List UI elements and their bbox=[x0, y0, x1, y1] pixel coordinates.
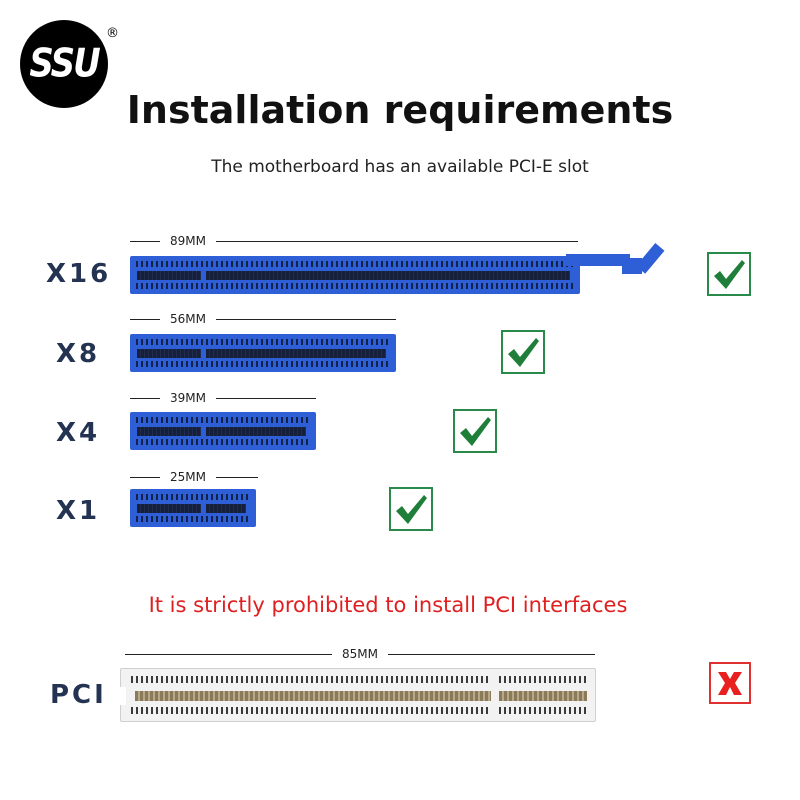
x-icon bbox=[718, 672, 742, 695]
dimension-pci: 85MM bbox=[125, 647, 596, 661]
incompatible-badge-pci bbox=[709, 662, 751, 704]
registered-mark: ® bbox=[106, 26, 119, 41]
compatible-badge-x4 bbox=[453, 409, 497, 453]
check-icon bbox=[508, 338, 539, 367]
dimension-label: 89MM bbox=[170, 234, 206, 248]
warning-text: It is strictly prohibited to install PCI… bbox=[148, 593, 628, 617]
slot-label-x4: X4 bbox=[56, 418, 101, 448]
pcie-x1-slot bbox=[130, 489, 256, 527]
pcie-x8-slot bbox=[130, 334, 396, 372]
compatible-badge-x1 bbox=[389, 487, 433, 531]
dimension-x4: 39MM bbox=[130, 391, 316, 405]
logo-text: SSU bbox=[29, 41, 100, 87]
pci-warning: It is strictly prohibited to install PCI… bbox=[0, 593, 800, 617]
slot-label-x8: X8 bbox=[56, 339, 101, 369]
x16-latch-arm bbox=[566, 254, 630, 266]
page-title: Installation requirements bbox=[126, 88, 674, 132]
x16-latch-block bbox=[622, 258, 642, 274]
slot-label-x1: X1 bbox=[56, 496, 101, 526]
compatible-badge-x8 bbox=[501, 330, 545, 374]
dimension-x16: 89MM bbox=[130, 234, 578, 248]
pcie-x4-slot bbox=[130, 412, 316, 450]
dimension-label: 56MM bbox=[170, 312, 206, 326]
slot-label-x16: X16 bbox=[46, 259, 112, 289]
pcie-x16-slot bbox=[130, 256, 580, 294]
dimension-x8: 56MM bbox=[130, 312, 396, 326]
slot-label-pci: PCI bbox=[50, 680, 107, 710]
dimension-label: 39MM bbox=[170, 391, 206, 405]
pci-slot bbox=[120, 668, 596, 722]
dimension-x1: 25MM bbox=[130, 470, 258, 484]
check-icon bbox=[460, 417, 491, 446]
ssu-logo: SSU bbox=[20, 20, 108, 108]
check-icon bbox=[714, 260, 745, 289]
dimension-label: 25MM bbox=[170, 470, 206, 484]
dimension-label: 85MM bbox=[342, 647, 378, 661]
check-icon bbox=[396, 495, 427, 524]
compatible-badge-x16 bbox=[707, 252, 751, 296]
page-subtitle: The motherboard has an available PCI-E s… bbox=[211, 157, 589, 177]
